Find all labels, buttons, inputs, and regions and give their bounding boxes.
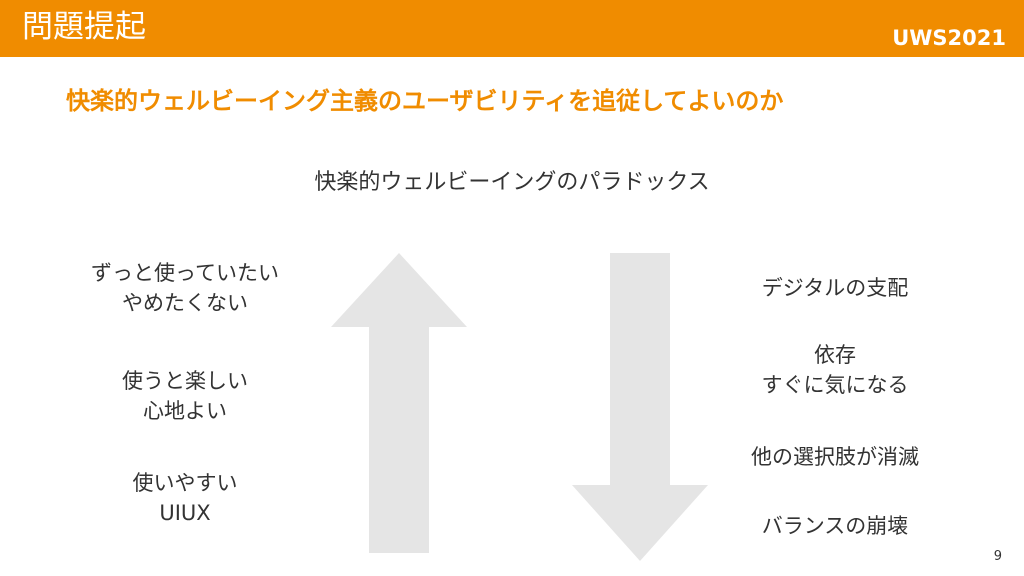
paradox-subtitle: 快楽的ウェルビーイングのパラドックス bbox=[314, 170, 710, 195]
right-item-2-line2: すぐに気になる bbox=[761, 373, 909, 397]
right-item-4-line1: バランスの崩壊 bbox=[761, 514, 909, 538]
left-item-3-line1: 使いやすい bbox=[132, 471, 238, 495]
right-item-3-line1: 他の選択肢が消滅 bbox=[751, 445, 919, 469]
left-item-2-line1: 使うと楽しい bbox=[122, 369, 248, 393]
left-item-3-line2: UIUX bbox=[159, 501, 211, 525]
right-item-2: 依存 すぐに気になる bbox=[690, 340, 980, 400]
header-bar: 問題提起 UWS2021 bbox=[0, 0, 1024, 57]
left-item-1: ずっと使っていたい やめたくない bbox=[40, 258, 330, 318]
page-number: 9 bbox=[993, 549, 1002, 564]
conference-tag: UWS2021 bbox=[892, 26, 1006, 50]
left-item-2-line2: 心地よい bbox=[143, 399, 227, 423]
left-item-1-line2: やめたくない bbox=[122, 291, 248, 315]
right-item-2-line1: 依存 bbox=[814, 343, 856, 367]
question-heading: 快楽的ウェルビーイング主義のユーザビリティを追従してよいのか bbox=[66, 87, 784, 115]
slide-title: 問題提起 bbox=[22, 9, 146, 45]
right-item-1: デジタルの支配 bbox=[690, 273, 980, 303]
right-item-4: バランスの崩壊 bbox=[690, 511, 980, 541]
left-item-2: 使うと楽しい 心地よい bbox=[40, 366, 330, 426]
arrow-up-icon bbox=[331, 253, 467, 553]
left-item-1-line1: ずっと使っていたい bbox=[91, 261, 279, 285]
left-item-3: 使いやすい UIUX bbox=[40, 468, 330, 528]
right-item-3: 他の選択肢が消滅 bbox=[690, 442, 980, 472]
right-item-1-line1: デジタルの支配 bbox=[761, 276, 909, 300]
arrow-down-icon bbox=[572, 253, 708, 561]
